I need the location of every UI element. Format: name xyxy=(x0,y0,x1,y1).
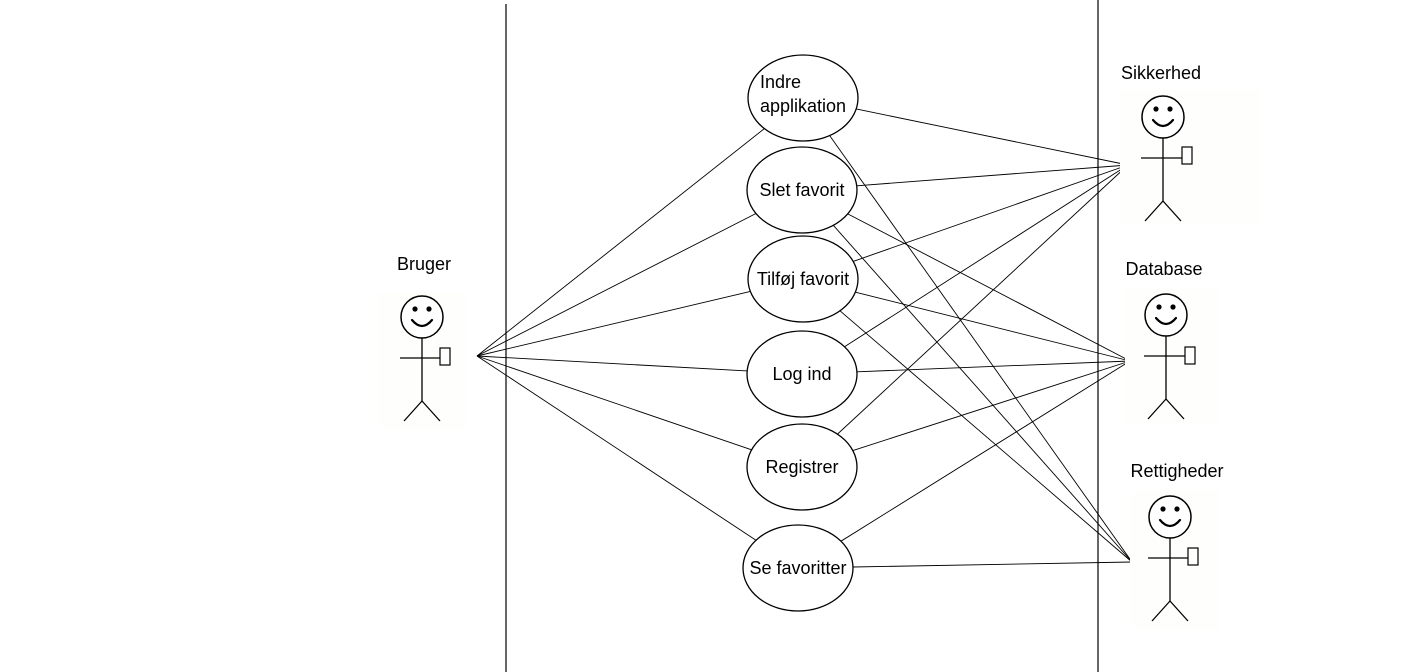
stick-figure-icon xyxy=(1148,495,1199,622)
use-case-label: Log ind xyxy=(772,364,831,384)
association-bruger-registrer xyxy=(476,355,752,451)
actor-leg xyxy=(1147,398,1167,420)
use-case-ellipse xyxy=(746,423,858,511)
actor-database: Database xyxy=(1125,259,1220,423)
association-rettigheder-se xyxy=(852,561,1133,568)
use-case-registrer: Registrer xyxy=(746,423,858,511)
actor-head xyxy=(1141,95,1185,139)
actor-smile xyxy=(1158,518,1182,528)
actor-leg xyxy=(1165,398,1185,420)
use-case-label: Indre xyxy=(760,72,801,92)
actor-leg xyxy=(421,400,441,422)
association-database-slet xyxy=(847,213,1131,362)
actor-eye xyxy=(426,306,432,312)
actor-leg xyxy=(1151,600,1171,622)
actor-smile xyxy=(410,318,434,328)
association-sikkerhed-registrer xyxy=(837,164,1129,435)
use-case-logind: Log ind xyxy=(746,330,858,418)
use-case-ellipse xyxy=(747,54,859,142)
use-case-ellipse xyxy=(747,235,859,323)
actor-head xyxy=(400,295,444,339)
use-case-label: Slet favorit xyxy=(759,180,844,200)
actor-eye xyxy=(1174,506,1180,512)
use-case-se: Se favoritter xyxy=(742,524,854,612)
actor-label: Rettigheder xyxy=(1130,461,1223,481)
association-lines xyxy=(476,108,1133,568)
use-case-ellipse xyxy=(746,330,858,418)
association-sikkerhed-indre xyxy=(856,108,1129,166)
actor-label: Sikkerhed xyxy=(1121,63,1201,83)
association-sikkerhed-tilfoej xyxy=(853,164,1129,262)
actor-leg xyxy=(403,400,423,422)
use-case-label: Tilføj favorit xyxy=(757,269,849,289)
stick-figure-icon xyxy=(1141,95,1193,222)
actor-head xyxy=(1144,293,1188,337)
use-case-tilfoej: Tilføj favorit xyxy=(747,235,859,323)
actor-eye xyxy=(1153,106,1159,112)
actor-device-icon xyxy=(439,347,451,366)
use-case-indre: Indre applikation xyxy=(747,54,859,142)
actor-device-icon xyxy=(1187,547,1199,566)
use-case-label: Registrer xyxy=(765,457,838,477)
actor-head xyxy=(1148,495,1192,539)
actor-eye xyxy=(1160,506,1166,512)
use-case-label: Se favoritter xyxy=(749,558,846,578)
actor-eye xyxy=(412,306,418,312)
actor-label: Database xyxy=(1125,259,1202,279)
association-database-se xyxy=(840,360,1131,542)
use-case-label: applikation xyxy=(760,96,846,116)
use-case-slet: Slet favorit xyxy=(746,146,858,234)
actor-smile xyxy=(1154,316,1178,326)
association-bruger-se xyxy=(476,355,757,541)
association-bruger-logind xyxy=(476,355,748,372)
association-sikkerhed-slet xyxy=(856,164,1129,187)
actor-device-icon xyxy=(1181,146,1193,165)
stick-figure-icon xyxy=(400,295,451,422)
association-rettigheder-tilfoej xyxy=(839,310,1133,563)
actor-rettigheder: Rettigheder xyxy=(1130,461,1224,630)
association-bruger-slet xyxy=(476,213,757,357)
actor-label: Bruger xyxy=(397,254,451,274)
actor-eye xyxy=(1167,106,1173,112)
association-database-registrer xyxy=(852,360,1131,452)
actor-sikkerhed: Sikkerhed xyxy=(1120,63,1260,225)
actor-bruger: Bruger xyxy=(378,254,466,430)
actor-leg xyxy=(1162,200,1182,222)
stick-figure-icon xyxy=(1144,293,1196,420)
association-sikkerhed-logind xyxy=(844,164,1129,348)
actor-leg xyxy=(1169,600,1189,622)
actor-eye xyxy=(1170,304,1176,310)
actor-leg xyxy=(1144,200,1164,222)
use-case-ellipse xyxy=(746,146,858,234)
actor-device-icon xyxy=(1184,346,1196,365)
association-bruger-tilfoej xyxy=(476,290,751,357)
association-bruger-indre xyxy=(476,128,765,357)
actor-eye xyxy=(1156,304,1162,310)
association-rettigheder-slet xyxy=(833,225,1133,563)
association-rettigheder-indre xyxy=(829,135,1133,563)
use-case-ellipse xyxy=(742,524,854,612)
association-database-tilfoej xyxy=(855,291,1131,362)
actor-smile xyxy=(1151,118,1175,128)
